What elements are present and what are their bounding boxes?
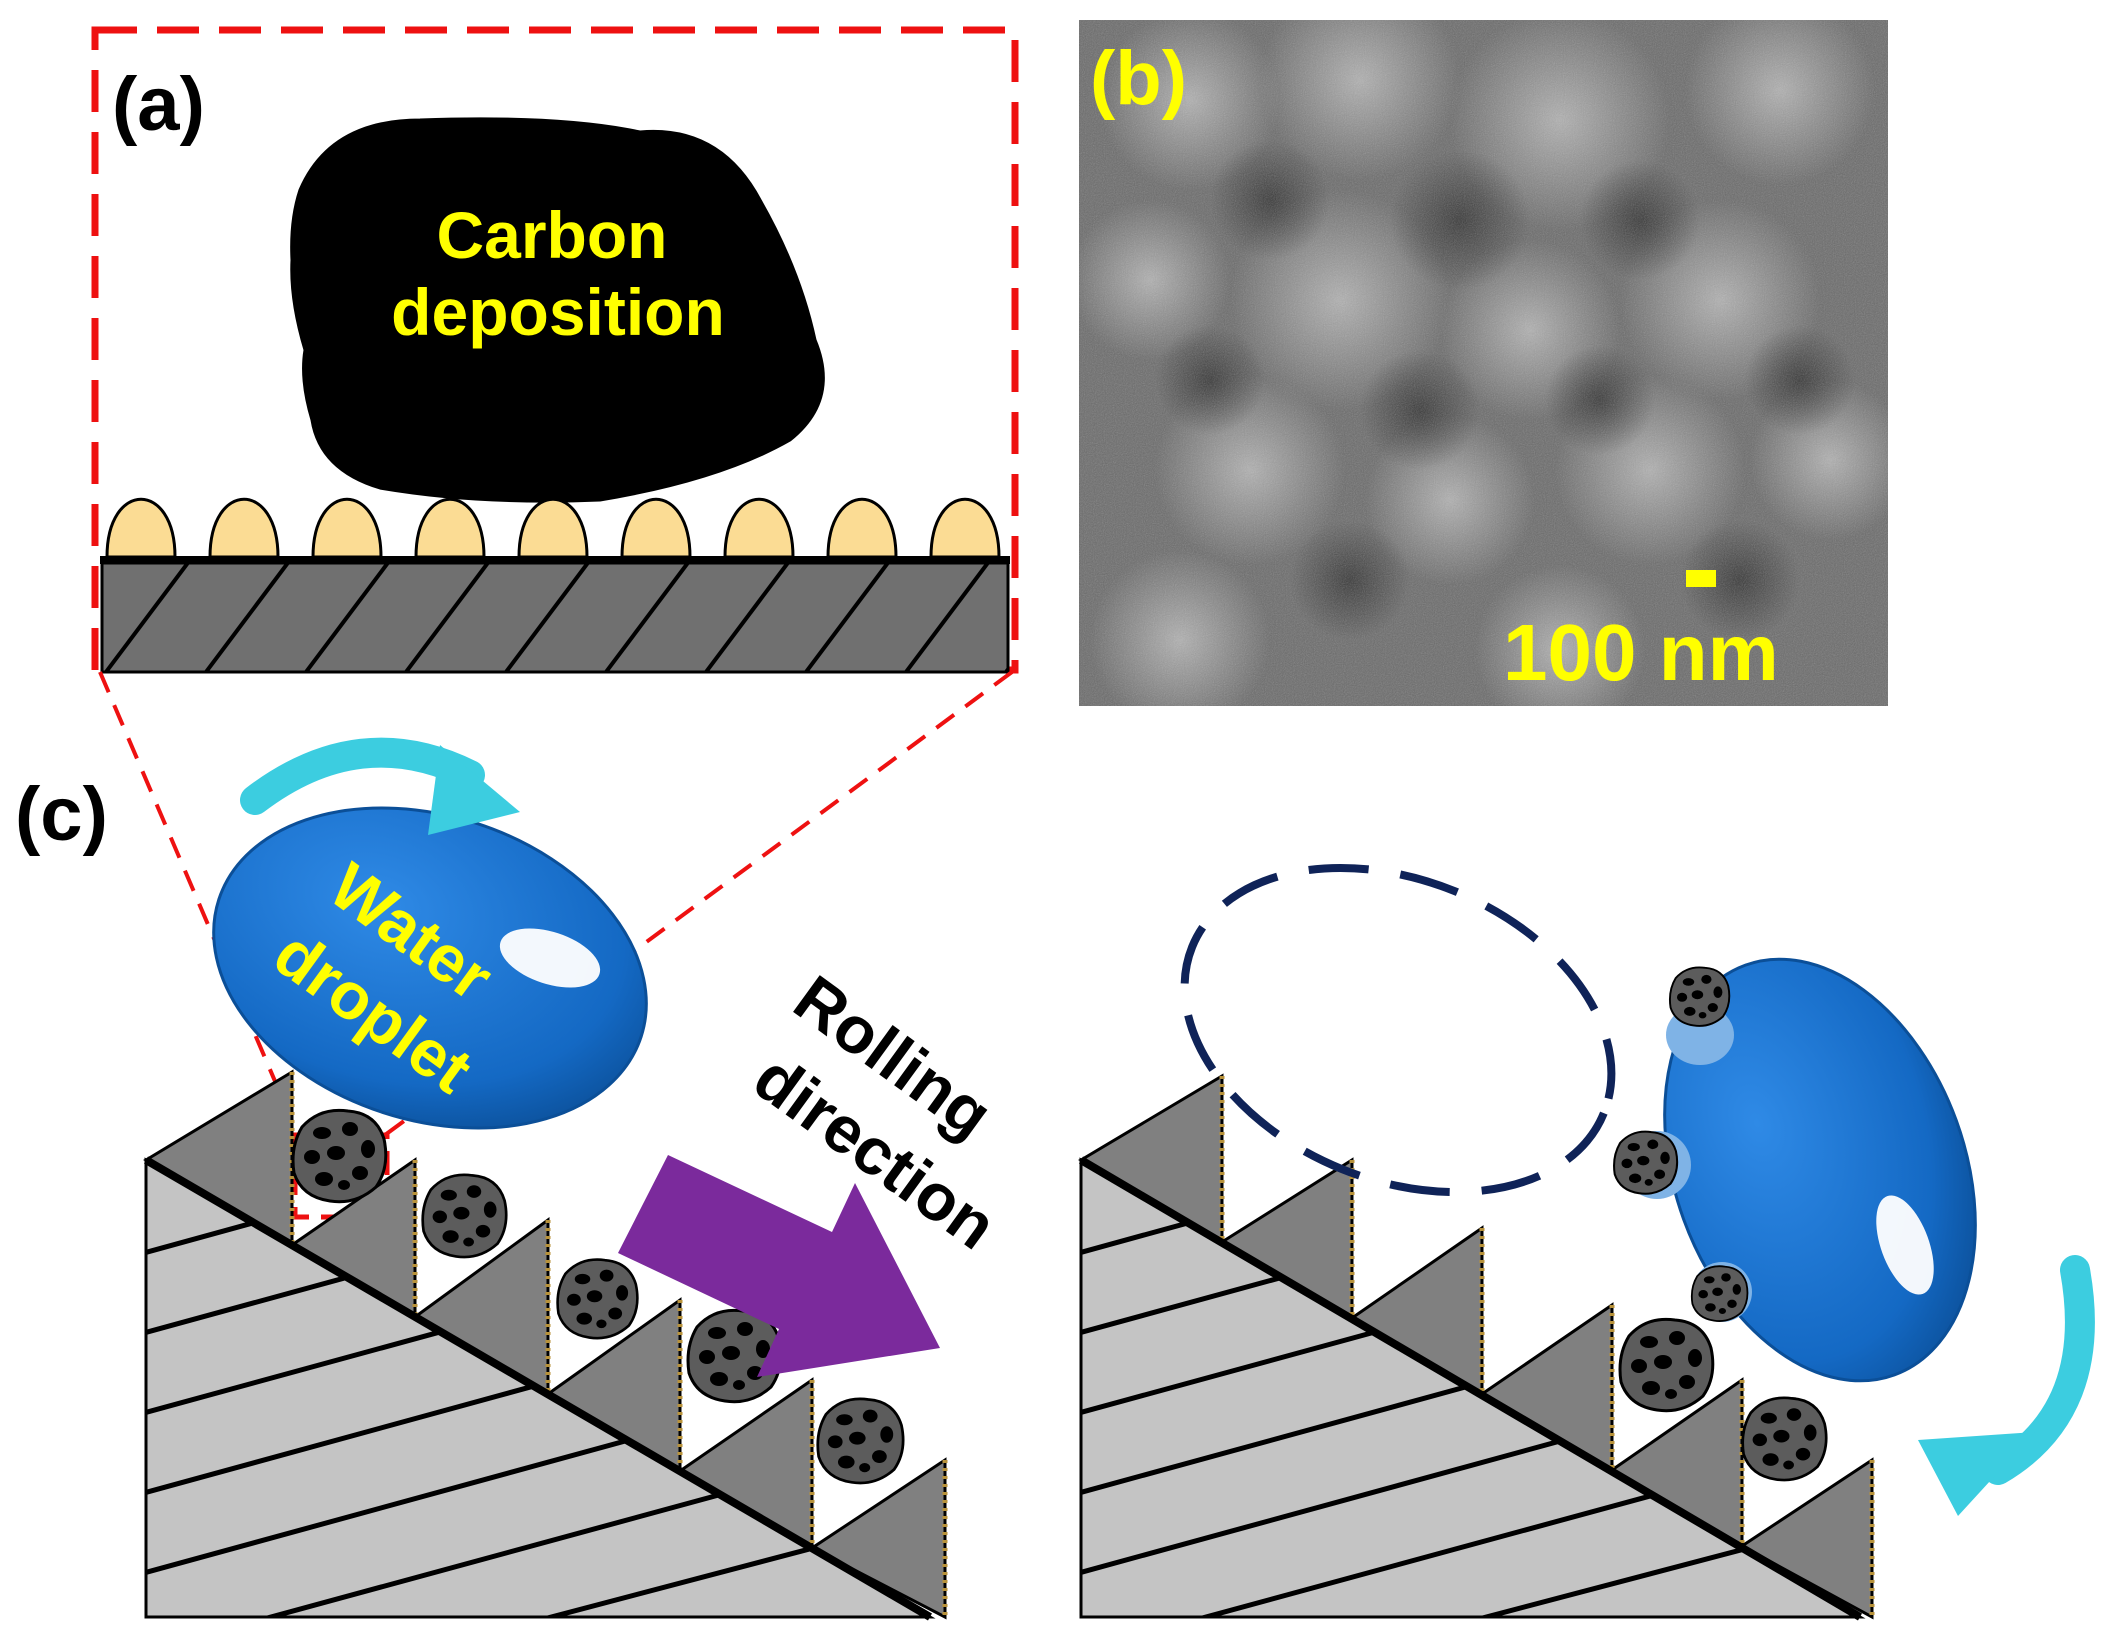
sem-image xyxy=(1079,20,1888,706)
panel-a-label: (a) xyxy=(112,62,205,147)
scale-bar xyxy=(1686,570,1716,587)
rolling-direction-arrow xyxy=(618,1155,940,1377)
substrate xyxy=(100,556,1010,674)
incline-line-left xyxy=(143,1156,933,1621)
spike-bumps-right xyxy=(1219,1076,1875,1617)
scale-bar-label: 100 nm xyxy=(1503,608,1779,697)
water-droplet-right xyxy=(1612,957,1977,1383)
surface-bumps xyxy=(105,498,1001,559)
panel-a xyxy=(91,26,1019,1220)
panel-b-label: (b) xyxy=(1090,36,1187,121)
spikes-right xyxy=(1078,1073,1874,1620)
previous-droplet-outline xyxy=(1180,863,1616,1197)
panel-c-label: (c) xyxy=(15,772,108,857)
carbon-deposit-blob xyxy=(290,117,825,503)
spikes-left xyxy=(143,1069,947,1620)
captured-particles xyxy=(1612,966,1752,1323)
water-droplet-left xyxy=(212,806,648,1130)
incline-line-right xyxy=(1078,1156,1863,1621)
panel-c-left-surface xyxy=(143,1069,948,1621)
rotation-arrow-bottom xyxy=(1918,1255,2095,1516)
carbon-deposition-line2: deposition xyxy=(391,275,725,349)
carbon-deposition-line1: Carbon xyxy=(437,198,668,272)
panel-b xyxy=(1079,20,1888,706)
spike-bumps-left xyxy=(289,1072,948,1617)
panel-c-right-surface xyxy=(1078,1073,1875,1621)
rotation-arrow-top xyxy=(240,737,520,835)
